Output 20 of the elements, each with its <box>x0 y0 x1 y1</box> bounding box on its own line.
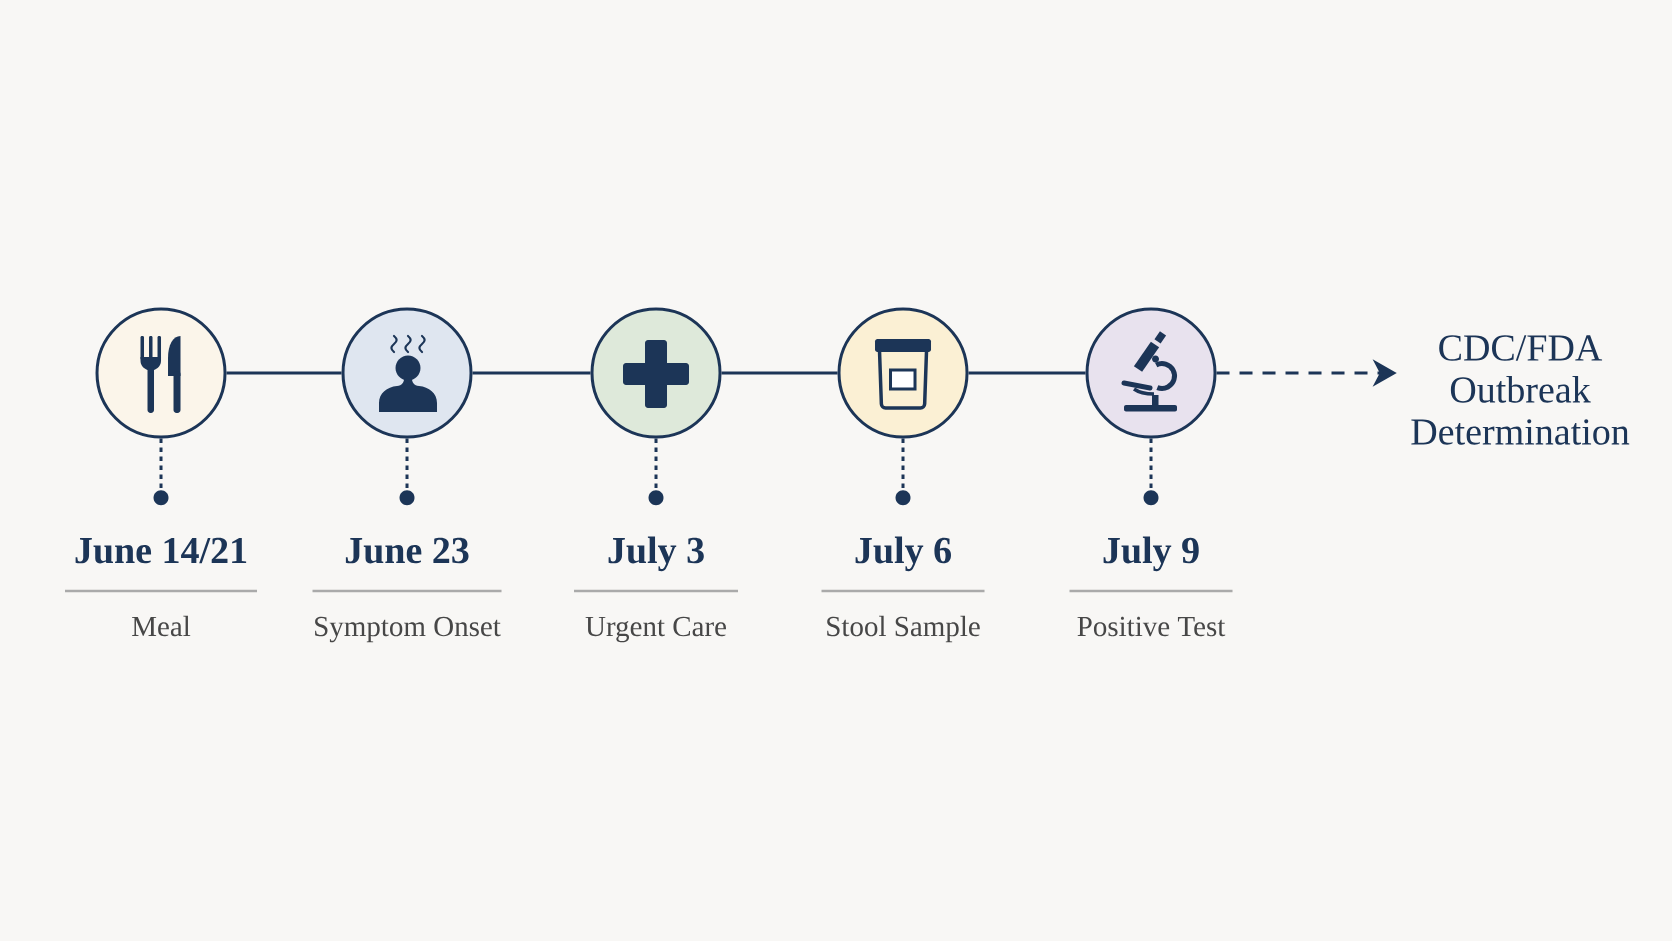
event-label: Meal <box>132 615 191 637</box>
event-label: Stool Sample <box>827 615 980 643</box>
connector-line <box>968 371 1086 375</box>
date-label: July 9 <box>1103 536 1199 572</box>
connector-line <box>226 371 342 375</box>
dotted-leader-line <box>399 438 415 506</box>
dotted-leader-line <box>895 438 911 506</box>
dotted-leader-line <box>1143 438 1159 506</box>
date-label: July 3 <box>608 536 704 572</box>
event-label: Positive Test <box>1077 616 1226 637</box>
dotted-leader-line <box>648 438 664 506</box>
date-label: July 6 <box>855 536 951 572</box>
date-label: June 23 <box>345 537 469 564</box>
connector-line <box>472 371 591 375</box>
connector-line <box>721 371 838 375</box>
dotted-leader-line <box>153 438 169 506</box>
event-label: Symptom Onset <box>315 616 501 643</box>
date-label: June 14/21 <box>75 537 247 564</box>
event-label: Urgent Care <box>585 616 726 643</box>
endpoint-label: CDC/FDA Outbreak Determination <box>1411 335 1630 445</box>
